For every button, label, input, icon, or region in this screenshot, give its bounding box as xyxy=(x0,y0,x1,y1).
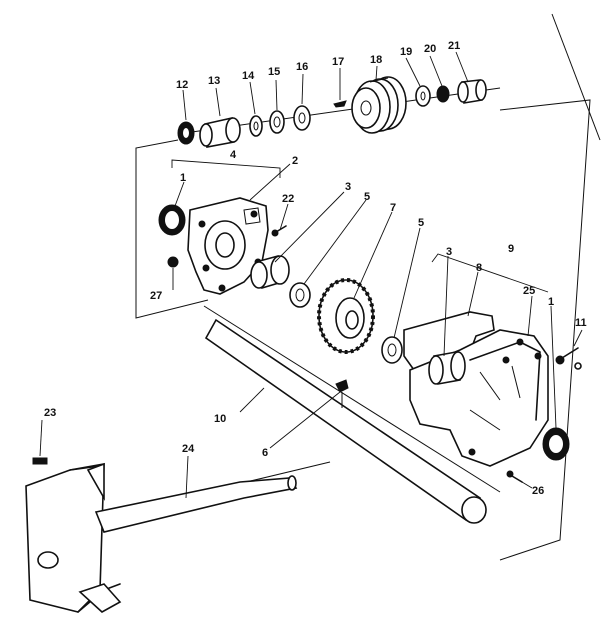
callout-1-left: 1 xyxy=(180,172,186,184)
callout-13: 13 xyxy=(208,75,220,87)
callout-3-left: 3 xyxy=(345,181,351,193)
callout-22: 22 xyxy=(282,193,294,205)
part-20-ring xyxy=(436,85,450,103)
callout-27: 27 xyxy=(150,290,162,302)
part-11-bolt xyxy=(555,347,582,370)
callout-6: 6 xyxy=(262,447,268,459)
callout-23: 23 xyxy=(44,407,56,419)
part-24-axle-plate xyxy=(25,461,331,613)
part-17-key xyxy=(333,100,347,108)
part-18-pulley xyxy=(351,76,407,134)
callout-15: 15 xyxy=(268,66,280,78)
callout-16: 16 xyxy=(296,61,308,73)
callout-18: 18 xyxy=(370,54,382,66)
part-23-pin xyxy=(32,457,48,465)
part-5-washer-left xyxy=(289,282,311,308)
callout-21: 21 xyxy=(448,40,460,52)
callout-19: 19 xyxy=(400,46,412,58)
part-5-washer-right xyxy=(381,336,403,364)
part-4-bracket-group xyxy=(171,159,281,178)
callout-4: 4 xyxy=(230,149,237,161)
upper-shaft-assembly xyxy=(177,76,501,148)
part-6-key xyxy=(335,379,349,393)
part-2-housing-half xyxy=(187,197,269,295)
callout-24: 24 xyxy=(182,443,195,455)
leader-lines xyxy=(39,51,583,499)
part-9-bracket-group xyxy=(431,253,549,293)
callout-11: 11 xyxy=(575,317,587,329)
frame-outline xyxy=(135,13,601,561)
callout-8: 8 xyxy=(476,262,482,274)
part-12-seal xyxy=(177,121,195,145)
part-22-screw xyxy=(271,225,287,237)
part-15-washer xyxy=(269,110,285,134)
callout-7: 7 xyxy=(390,202,396,214)
part-19-washer xyxy=(415,85,431,107)
callout-5-right: 5 xyxy=(418,217,424,229)
callout-12: 12 xyxy=(176,79,188,91)
callout-14: 14 xyxy=(242,70,255,82)
callout-2: 2 xyxy=(292,155,298,167)
part-21-bushing xyxy=(457,79,487,104)
callout-labels: 12 13 14 15 16 17 18 19 20 21 4 2 1 22 3… xyxy=(44,40,587,497)
callout-1-right: 1 xyxy=(548,296,554,308)
callout-17: 17 xyxy=(332,56,344,68)
part-3-bushing-right xyxy=(428,351,466,385)
callout-5-left: 5 xyxy=(364,191,370,203)
part-26-screw xyxy=(506,470,523,483)
part-16-washer xyxy=(293,105,311,131)
callout-10: 10 xyxy=(214,413,226,425)
callout-3-right: 3 xyxy=(446,246,452,258)
part-1-seal xyxy=(158,204,186,236)
part-3-bushing-left xyxy=(250,254,290,290)
part-7-gear xyxy=(317,278,375,354)
callout-20: 20 xyxy=(424,43,436,55)
callout-26: 26 xyxy=(532,485,544,497)
part-14-washer xyxy=(249,115,263,137)
callout-9: 9 xyxy=(508,243,514,255)
part-27-nut xyxy=(167,256,179,268)
part-10-shaft xyxy=(203,305,501,524)
part-1-seal-right xyxy=(542,427,570,461)
part-13-bushing xyxy=(199,117,241,148)
callout-25: 25 xyxy=(523,285,535,297)
